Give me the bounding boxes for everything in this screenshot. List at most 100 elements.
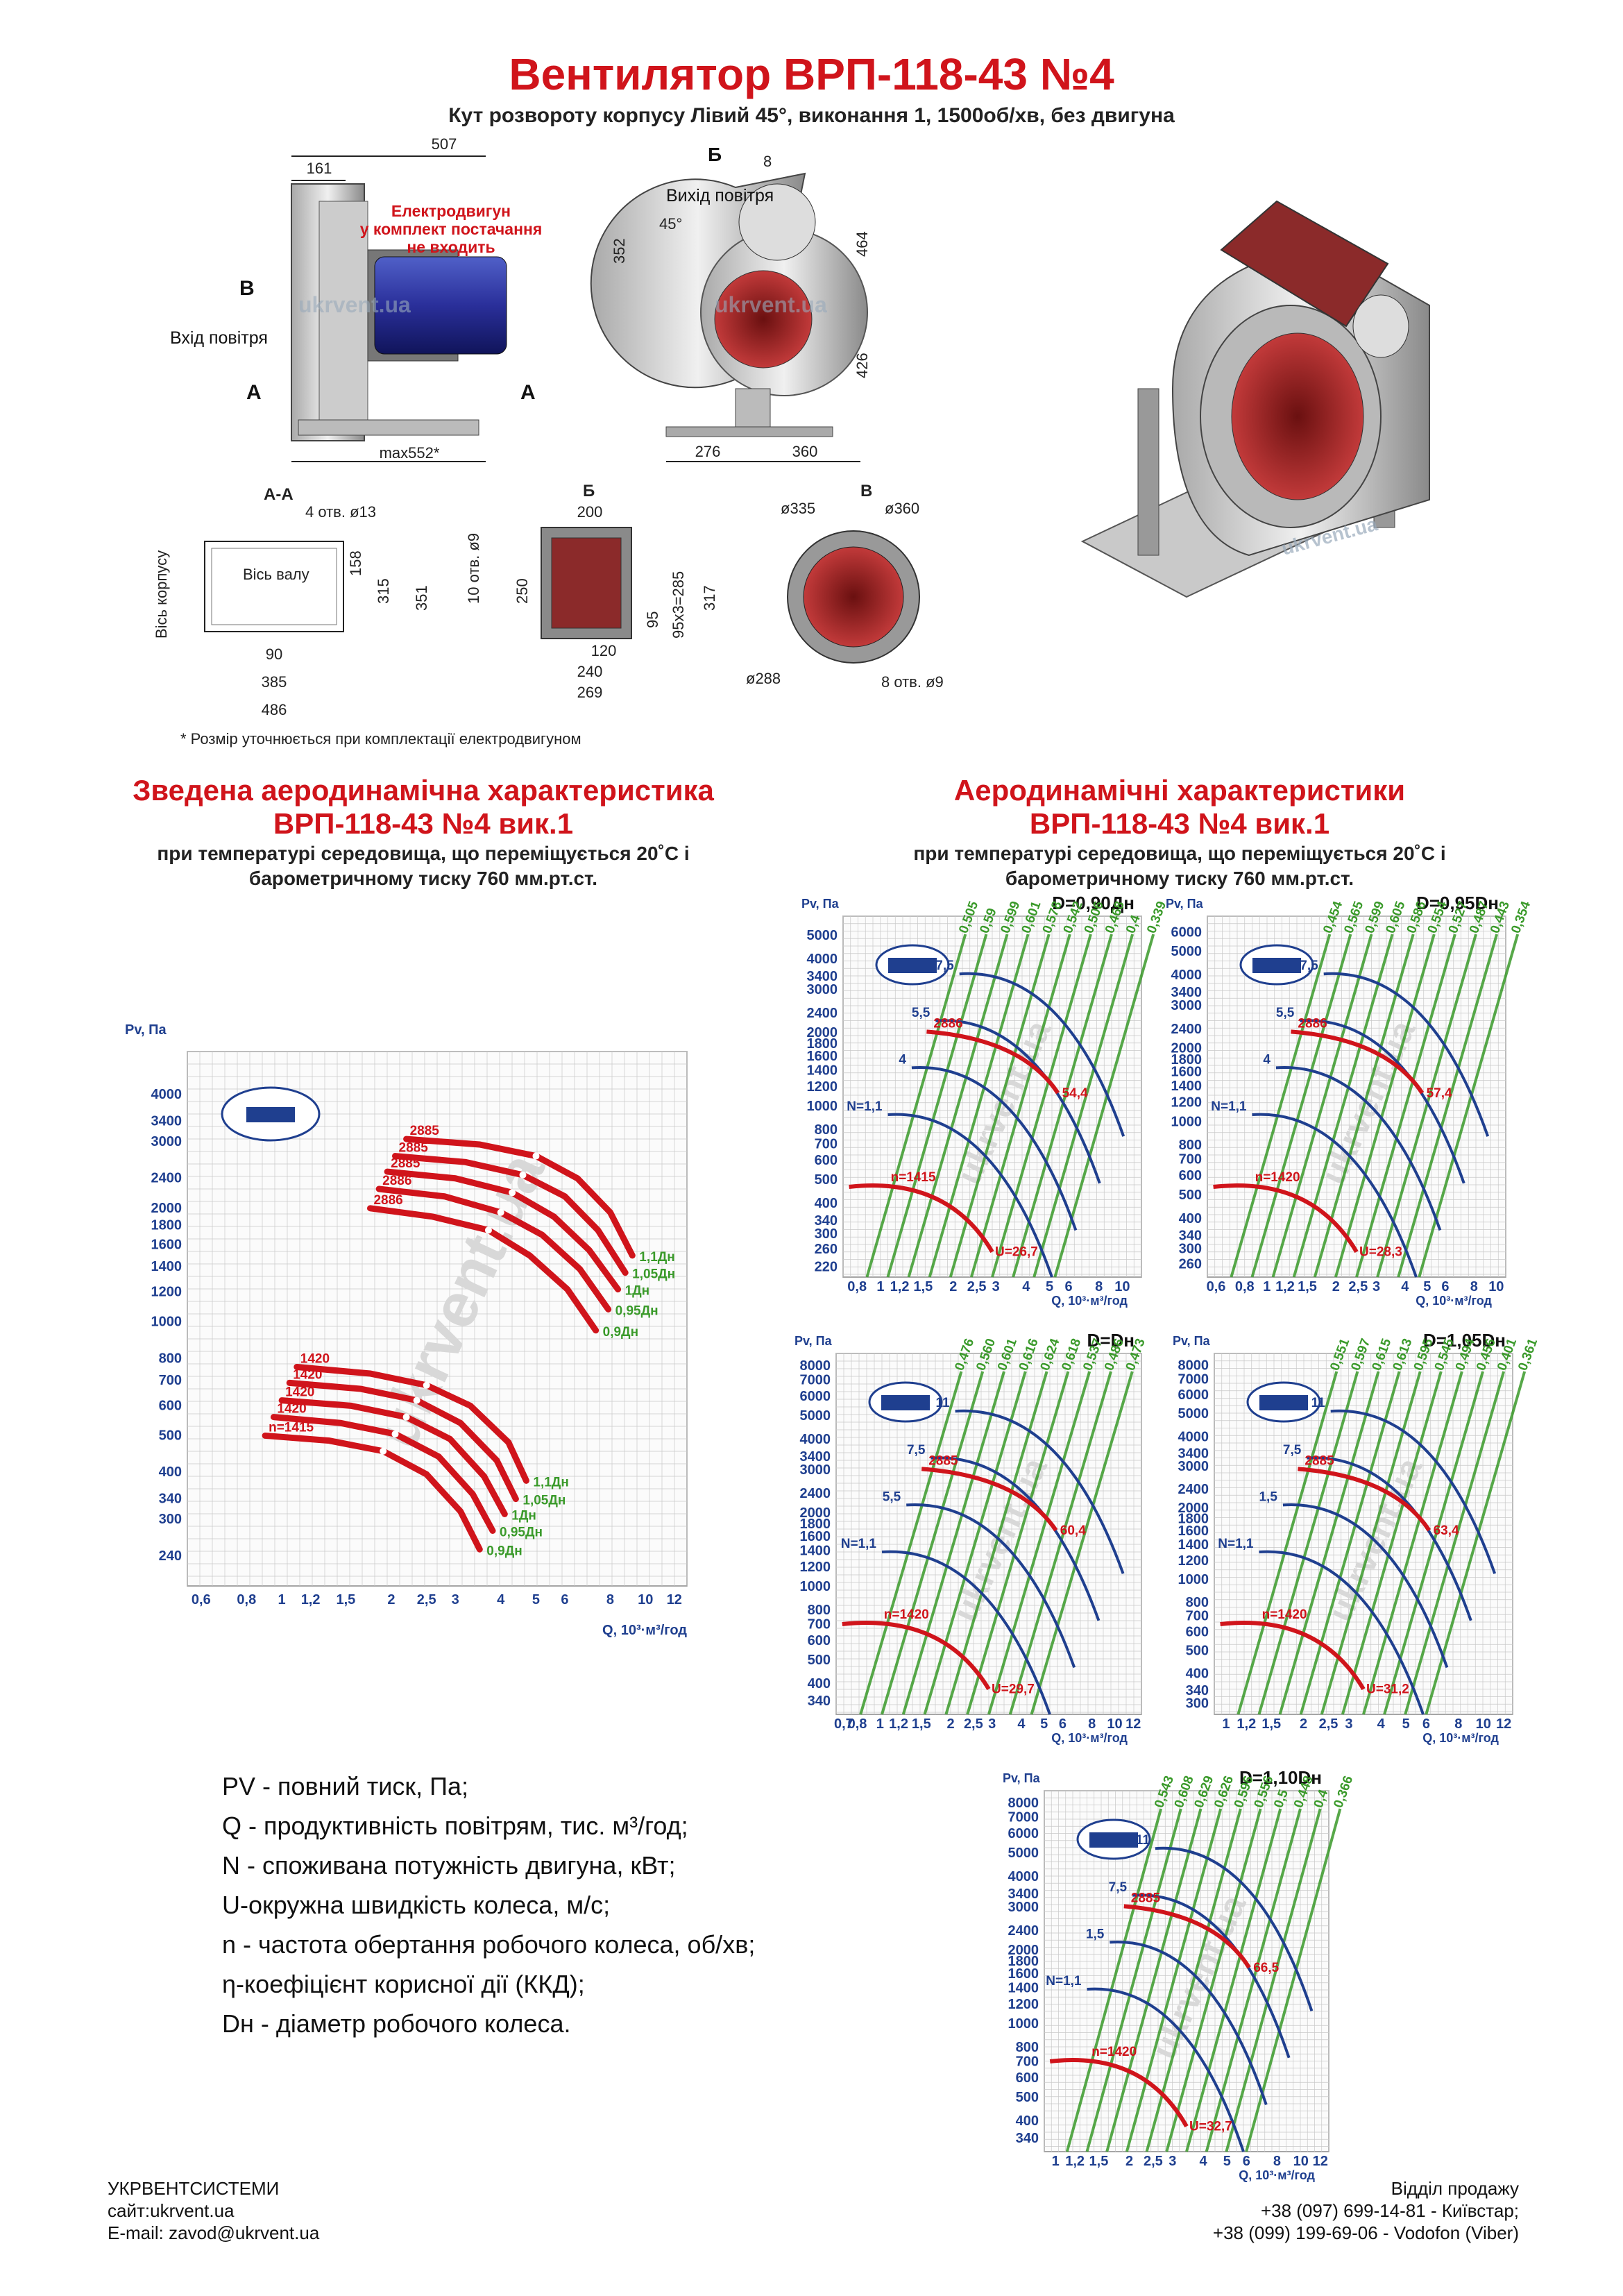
y-tick-label: 4000	[800, 1432, 831, 1447]
angle-45: 45°	[659, 215, 682, 233]
rpm-low-label: n=1420	[1091, 2045, 1137, 2059]
power-label: 1,5	[1259, 1489, 1277, 1504]
y-tick-label: 3400	[151, 1113, 182, 1129]
efficiency-ray	[923, 1371, 1027, 1715]
power-label: N=1,1	[847, 1099, 883, 1114]
power-curve	[881, 1550, 1051, 1715]
y-tick-label: 4000	[1008, 1869, 1039, 1884]
y-tick-label: 600	[159, 1398, 182, 1413]
best-point	[380, 1447, 387, 1455]
footer-email[interactable]: E-mail: zavod@ukrvent.ua	[108, 2222, 320, 2243]
x-tick-label: 2	[947, 1716, 955, 1732]
y-tick-label: 800	[1186, 1595, 1209, 1610]
x-tick-label: 0,6	[192, 1592, 211, 1607]
u-high-label: 57,4	[1427, 1086, 1452, 1101]
legend-item: n - частота обертання робочого колеса, о…	[222, 1925, 755, 1964]
x-tick-label: 1,2	[1065, 2154, 1085, 2169]
x-tick-label: 1,2	[889, 1716, 908, 1732]
efficiency-ray	[881, 1371, 985, 1715]
efficiency-ray	[1341, 1371, 1443, 1715]
x-axis-label: Q, 10³·м³/год	[1051, 1731, 1128, 1745]
footer-phone-2[interactable]: +38 (099) 199-69-06 - Vodofon (Viber)	[1212, 2222, 1519, 2243]
footer-site[interactable]: сайт:ukrvent.ua	[108, 2200, 235, 2221]
x-tick-label: 2	[1300, 1716, 1307, 1732]
y-tick-label: 1400	[807, 1063, 838, 1078]
y-tick-label: 220	[815, 1259, 838, 1274]
right-sub-line-1: при температурі середовища, що переміщує…	[913, 843, 1446, 864]
efficiency-ray	[1355, 934, 1456, 1278]
y-tick-label: 400	[1016, 2113, 1039, 2129]
y-tick-label: 8000	[1008, 1796, 1039, 1811]
y-tick-label: 3000	[807, 982, 838, 997]
x-tick-label: 8	[606, 1592, 614, 1607]
y-tick-label: 500	[815, 1172, 838, 1188]
panel-title: D=Dн	[1087, 1330, 1135, 1351]
x-tick-label: 1,5	[1261, 1716, 1281, 1732]
x-tick-label: 12	[1313, 2154, 1328, 2169]
rpm-high-label: 2886	[933, 1016, 962, 1031]
y-tick-label: 1000	[800, 1579, 831, 1594]
left-title-line-1: Зведена аеродинамічна характеристика	[133, 774, 714, 807]
efficiency-label: 0,366	[1331, 1774, 1356, 1810]
efficiency-ray	[1397, 934, 1499, 1278]
y-tick-label: 1800	[1008, 1954, 1039, 1969]
power-curve	[1155, 1846, 1314, 2011]
footer-phone-1[interactable]: +38 (097) 699-14-81 - Київстар;	[1260, 2200, 1519, 2221]
inlet-label: Вхід повітря	[170, 328, 268, 348]
legend-item: U-окружна швидкість колеса, м/с;	[222, 1885, 755, 1925]
x-tick-label: 6	[1065, 1279, 1073, 1294]
series-rpm-label: 1420	[277, 1402, 306, 1417]
x-tick-label: 6	[1243, 2154, 1250, 2169]
dim-351: 351	[413, 585, 430, 611]
y-tick-label: 4000	[1178, 1429, 1209, 1444]
x-tick-label: 6	[1441, 1279, 1449, 1294]
y-tick-label: 2400	[151, 1171, 182, 1186]
y-tick-label: 1800	[1178, 1512, 1209, 1527]
x-tick-label: 12	[1496, 1716, 1511, 1732]
x-tick-label: 6	[561, 1592, 568, 1607]
y-tick-label: 8000	[1178, 1358, 1209, 1373]
right-sub-line-2: барометричному тиску 760 мм.рт.ст.	[1005, 868, 1354, 889]
series-rpm-label: 1420	[293, 1367, 322, 1382]
side-view: 507 161 max552* Електродвигун у комплект…	[170, 135, 542, 462]
dim-507: 507	[432, 135, 457, 153]
y-tick-label: 300	[1179, 1242, 1202, 1257]
legend-key: Dн	[222, 2009, 254, 2038]
efficiency-ray	[1278, 1371, 1380, 1715]
y-tick-label: 340	[1186, 1683, 1209, 1698]
series-curve	[366, 1205, 600, 1334]
technical-drawings: 507 161 max552* Електродвигун у комплект…	[153, 135, 1430, 748]
x-tick-label: 1,5	[912, 1716, 931, 1732]
series-name-label: 1,05Дн	[522, 1494, 566, 1508]
x-tick-label: 4	[1401, 1279, 1409, 1294]
series-name-label: 0,9Дн	[486, 1544, 522, 1558]
x-tick-label: 3	[1169, 2154, 1176, 2169]
power-curve	[1132, 1893, 1291, 2059]
y-tick-label: 5000	[800, 1408, 831, 1424]
section-v-label: В	[860, 482, 872, 500]
power-label: 11	[936, 1396, 951, 1410]
view-b-label: В	[239, 277, 255, 300]
panel-title: D=1,05Dн	[1423, 1330, 1506, 1351]
y-tick-label: 3400	[807, 969, 838, 984]
x-tick-label: 5	[1402, 1716, 1410, 1732]
best-point	[519, 1171, 527, 1179]
power-curve	[887, 1113, 1053, 1278]
y-tick-label: 1000	[1008, 2016, 1039, 2032]
x-tick-label: 1,2	[301, 1592, 321, 1607]
dim-360v: ø360	[885, 500, 919, 517]
y-tick-label: 7000	[1008, 1809, 1039, 1825]
dim-426: 426	[853, 353, 871, 378]
power-curve	[931, 1456, 1101, 1621]
logo-icon	[1259, 1395, 1308, 1410]
y-tick-label: 3000	[800, 1462, 831, 1478]
y-tick-label: 4000	[807, 952, 838, 967]
page-title: Вентилятор ВРП-118-43 №4	[509, 49, 1114, 99]
x-tick-label: 3	[992, 1279, 1000, 1294]
u-low-label: U=31,2	[1366, 1682, 1409, 1697]
y-tick-label: 340	[1016, 2131, 1039, 2146]
dim-269: 269	[577, 684, 603, 701]
dim-161: 161	[307, 160, 332, 177]
best-point	[484, 1226, 492, 1234]
